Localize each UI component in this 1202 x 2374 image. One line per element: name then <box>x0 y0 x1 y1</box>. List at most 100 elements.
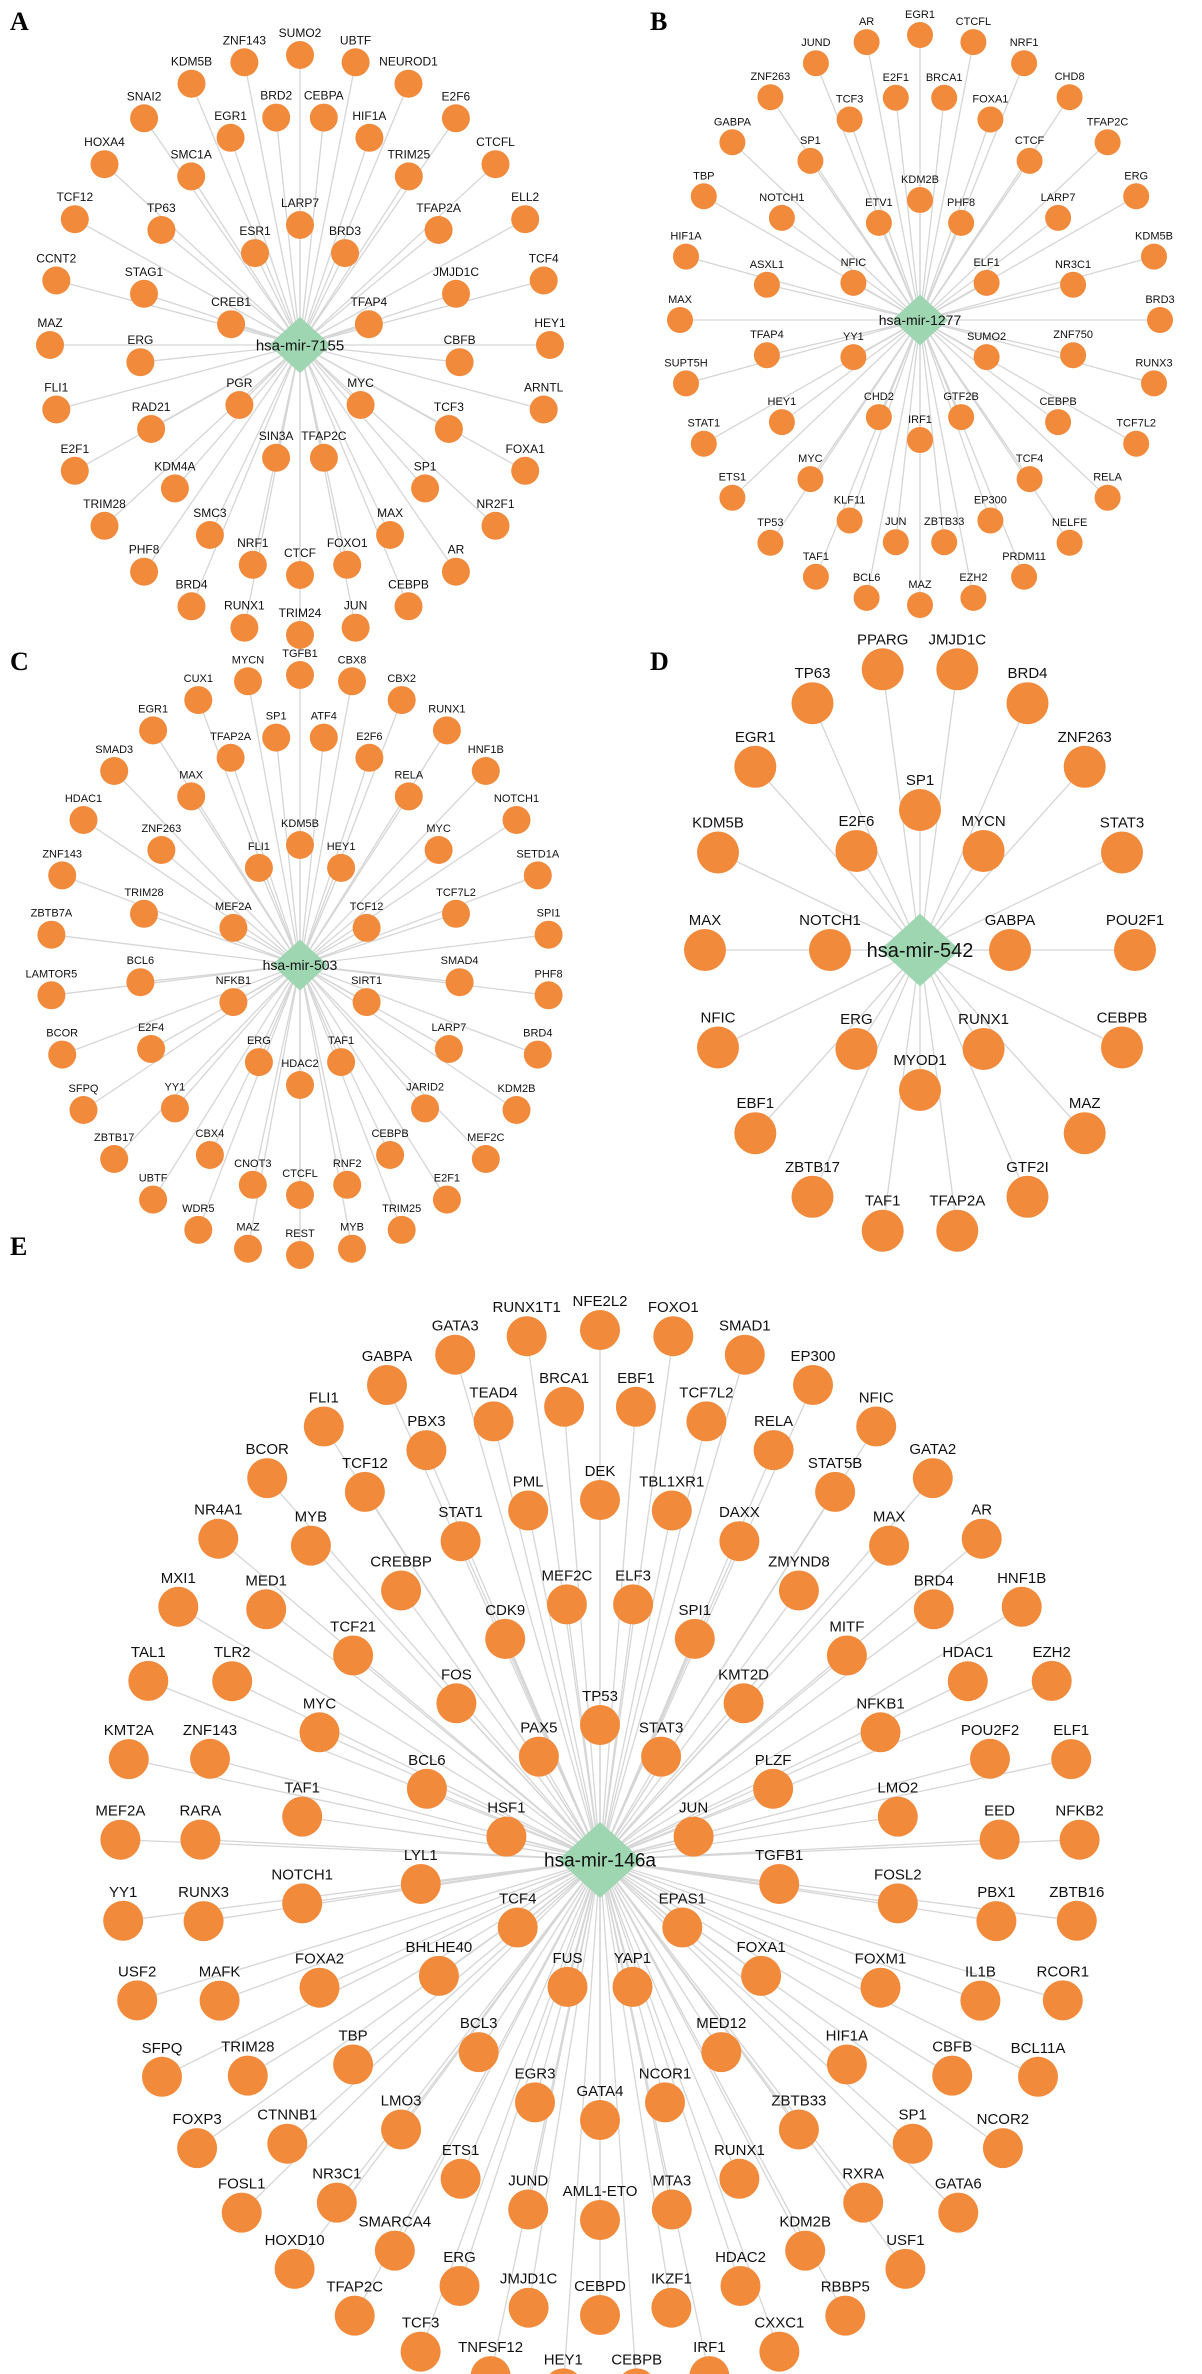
target-node: NFE2L2 <box>572 1293 628 1350</box>
target-node: HDAC1 <box>65 793 102 834</box>
target-node-circle <box>651 2189 692 2230</box>
target-node-circle <box>183 1901 224 1942</box>
target-node-label: USF1 <box>886 2232 924 2249</box>
target-node: CXXC1 <box>754 2315 804 2372</box>
target-node: MITF <box>826 1619 867 1676</box>
target-node-label: E2F1 <box>883 72 909 84</box>
target-node: TP63 <box>791 665 834 725</box>
target-node: REST <box>285 1228 315 1269</box>
edge <box>190 344 301 607</box>
edge <box>599 1590 800 1861</box>
target-node-circle <box>394 592 423 621</box>
target-node-circle <box>262 103 291 132</box>
target-node: MAZ <box>36 316 64 359</box>
target-node-circle <box>869 1525 910 1566</box>
target-node: NR4A1 <box>194 1502 242 1559</box>
target-node-label: TAF1 <box>284 1780 320 1797</box>
target-node-circle <box>936 648 979 691</box>
target-node-label: MAFK <box>199 1964 241 1981</box>
target-node: FOS <box>436 1666 477 1724</box>
target-node: SMAD4 <box>441 955 479 997</box>
target-node-circle <box>1141 370 1167 397</box>
target-node: BCL6 <box>406 1752 447 1809</box>
target-node: BCOR <box>46 1028 78 1069</box>
target-node-circle <box>508 2287 549 2328</box>
target-node-circle <box>103 1900 144 1941</box>
target-node: RBBP5 <box>821 2279 870 2336</box>
target-node-label: FOXO1 <box>648 1299 699 1316</box>
edge <box>299 730 448 966</box>
target-node-circle <box>759 1864 800 1904</box>
target-node: KDM2B <box>498 1083 535 1124</box>
edge <box>599 1731 881 1861</box>
target-nodes: KDM5BHEY1TCF12SIRT1TAF1HDAC2ERGNFKB1MEF2… <box>26 648 563 1269</box>
target-node-label: SUPT5H <box>664 357 707 369</box>
edge <box>299 964 353 1249</box>
target-node-label: NR3C1 <box>312 2166 361 2183</box>
target-node-circle <box>286 661 314 689</box>
target-node-circle <box>885 2248 926 2289</box>
target-node-label: CXXC1 <box>754 2315 804 2332</box>
target-node-label: STAT3 <box>1100 815 1144 832</box>
target-node-label: YY1 <box>843 331 864 343</box>
target-node-label: CEBPA <box>304 89 344 103</box>
target-node-label: EPAS1 <box>659 1891 706 1908</box>
target-node: GATA3 <box>432 1318 479 1375</box>
edge <box>174 964 301 1109</box>
target-node-circle <box>184 1215 213 1244</box>
target-node-circle <box>1114 929 1156 971</box>
edge <box>299 218 526 346</box>
edge <box>299 62 357 346</box>
hub-diamond <box>272 939 328 991</box>
target-node-label: SMC1A <box>171 147 212 161</box>
target-node-label: BCOR <box>246 1441 290 1458</box>
target-node-label: YY1 <box>165 1081 186 1093</box>
target-node: E2F1 <box>60 442 89 485</box>
target-node: NOTCH1 <box>799 912 861 971</box>
target-node-circle <box>100 1145 129 1173</box>
edge <box>919 217 1059 321</box>
target-node-circle <box>69 806 98 834</box>
target-node: KDM5B <box>1135 231 1173 270</box>
target-node-circle <box>160 1094 189 1123</box>
target-node-label: SMAD3 <box>95 744 133 756</box>
target-node: TRIM25 <box>387 147 430 191</box>
target-node: CTNNB1 <box>257 2107 317 2164</box>
target-node-circle <box>238 1170 267 1199</box>
target-node-circle <box>757 529 784 556</box>
target-node: MYB <box>290 1509 331 1566</box>
edge <box>56 279 301 346</box>
target-node: KLF11 <box>834 495 865 534</box>
target-node: GATA6 <box>935 2176 982 2233</box>
target-node-label: RUNX1 <box>714 2142 765 2159</box>
target-node: SFPQ <box>69 1083 99 1124</box>
edge <box>919 319 945 543</box>
target-node: CBFB <box>444 333 476 377</box>
edge <box>299 964 487 1160</box>
target-node-circle <box>434 415 463 443</box>
target-node-circle <box>757 84 784 111</box>
target-node-circle <box>130 104 159 133</box>
target-node-circle <box>1094 129 1121 156</box>
target-node: TAL1 <box>128 1644 169 1701</box>
target-node-label: ERG <box>443 2249 476 2266</box>
hub-diamond <box>558 1821 642 1899</box>
target-node-circle <box>286 831 314 859</box>
edge <box>299 874 539 966</box>
target-node: CEBPD <box>574 2278 626 2335</box>
target-node-circle <box>1045 204 1072 231</box>
target-node-label: PHF8 <box>947 197 975 209</box>
target-node-label: MAZ <box>37 316 62 330</box>
target-node-label: MAX <box>668 294 693 306</box>
target-node: TAF1 <box>803 551 829 590</box>
target-node: RCOR1 <box>1037 1963 1089 2021</box>
target-node-circle <box>912 1458 953 1499</box>
target-node: CREB1 <box>211 295 251 339</box>
target-node-circle <box>973 344 1000 371</box>
target-nodes: KDM2BPHF8ELF1SUMO2GTF2BIRF1CHD2YY1NFICET… <box>664 9 1175 618</box>
target-node: GABPA <box>362 1348 412 1405</box>
target-node-circle <box>1060 342 1087 369</box>
target-node-circle <box>529 266 558 295</box>
edge <box>599 1510 673 1861</box>
edge <box>56 344 301 411</box>
